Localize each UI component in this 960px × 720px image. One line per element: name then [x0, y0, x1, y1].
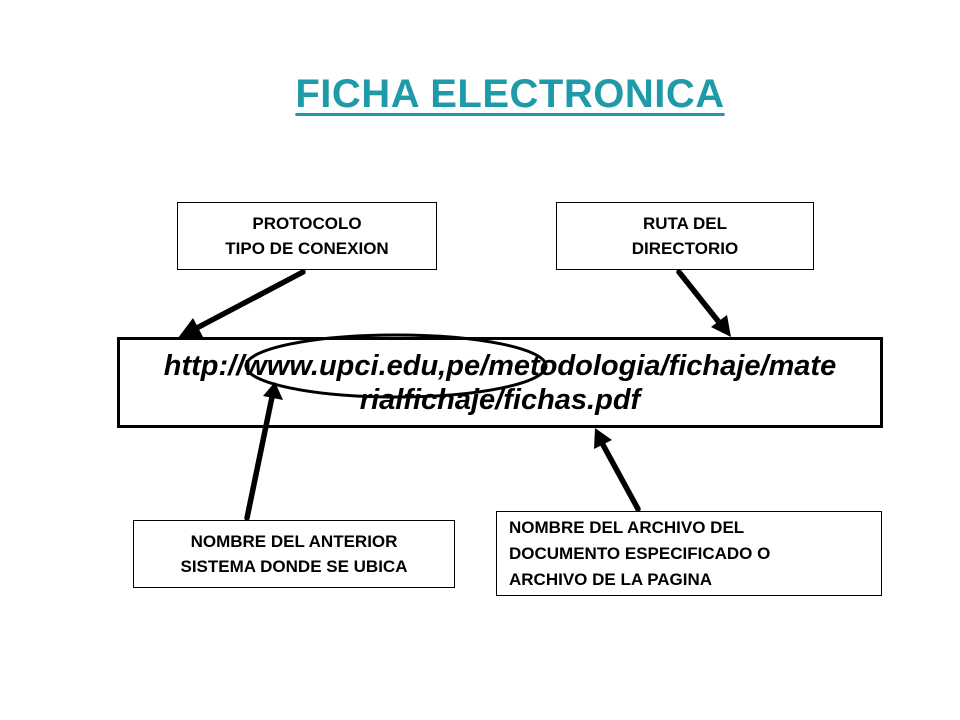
label-ruta-line1: RUTA DEL	[642, 214, 728, 233]
label-sistema-line1: NOMBRE DEL ANTERIOR	[190, 532, 398, 551]
label-ruta-line2: DIRECTORIO	[631, 239, 739, 258]
url-line1: http://www.upci.edu,pe/metodologia/ficha…	[163, 349, 837, 382]
arrow-archivo	[599, 440, 641, 512]
label-sistema-line2: SISTEMA DONDE SE UBICA	[180, 557, 408, 576]
arrow-archivo-head	[594, 428, 612, 449]
label-archivo-box: NOMBRE DEL ARCHIVO DEL DOCUMENTO ESPECIF…	[496, 511, 882, 596]
page-title: FICHA ELECTRONICA	[295, 72, 725, 116]
label-ruta-box: RUTA DEL DIRECTORIO	[556, 202, 814, 270]
arrow-protocolo	[190, 269, 306, 333]
url-line2: rialfichaje/fichas.pdf	[359, 383, 641, 416]
arrow-protocolo-head	[178, 318, 203, 338]
label-protocolo-box: PROTOCOLO TIPO DE CONEXION	[177, 202, 437, 270]
label-protocolo-line1: PROTOCOLO	[252, 214, 362, 233]
label-protocolo-line2: TIPO DE CONEXION	[225, 239, 389, 258]
url-box: http://www.upci.edu,pe/metodologia/ficha…	[117, 337, 883, 428]
label-archivo-line1: NOMBRE DEL ARCHIVO DEL	[509, 517, 745, 537]
arrow-ruta	[676, 269, 725, 329]
label-archivo-line2: DOCUMENTO ESPECIFICADO O	[509, 543, 771, 563]
label-archivo-line3: ARCHIVO DE LA PAGINA	[509, 569, 713, 589]
label-sistema-box: NOMBRE DEL ANTERIOR SISTEMA DONDE SE UBI…	[133, 520, 455, 588]
arrow-ruta-head	[711, 315, 731, 337]
